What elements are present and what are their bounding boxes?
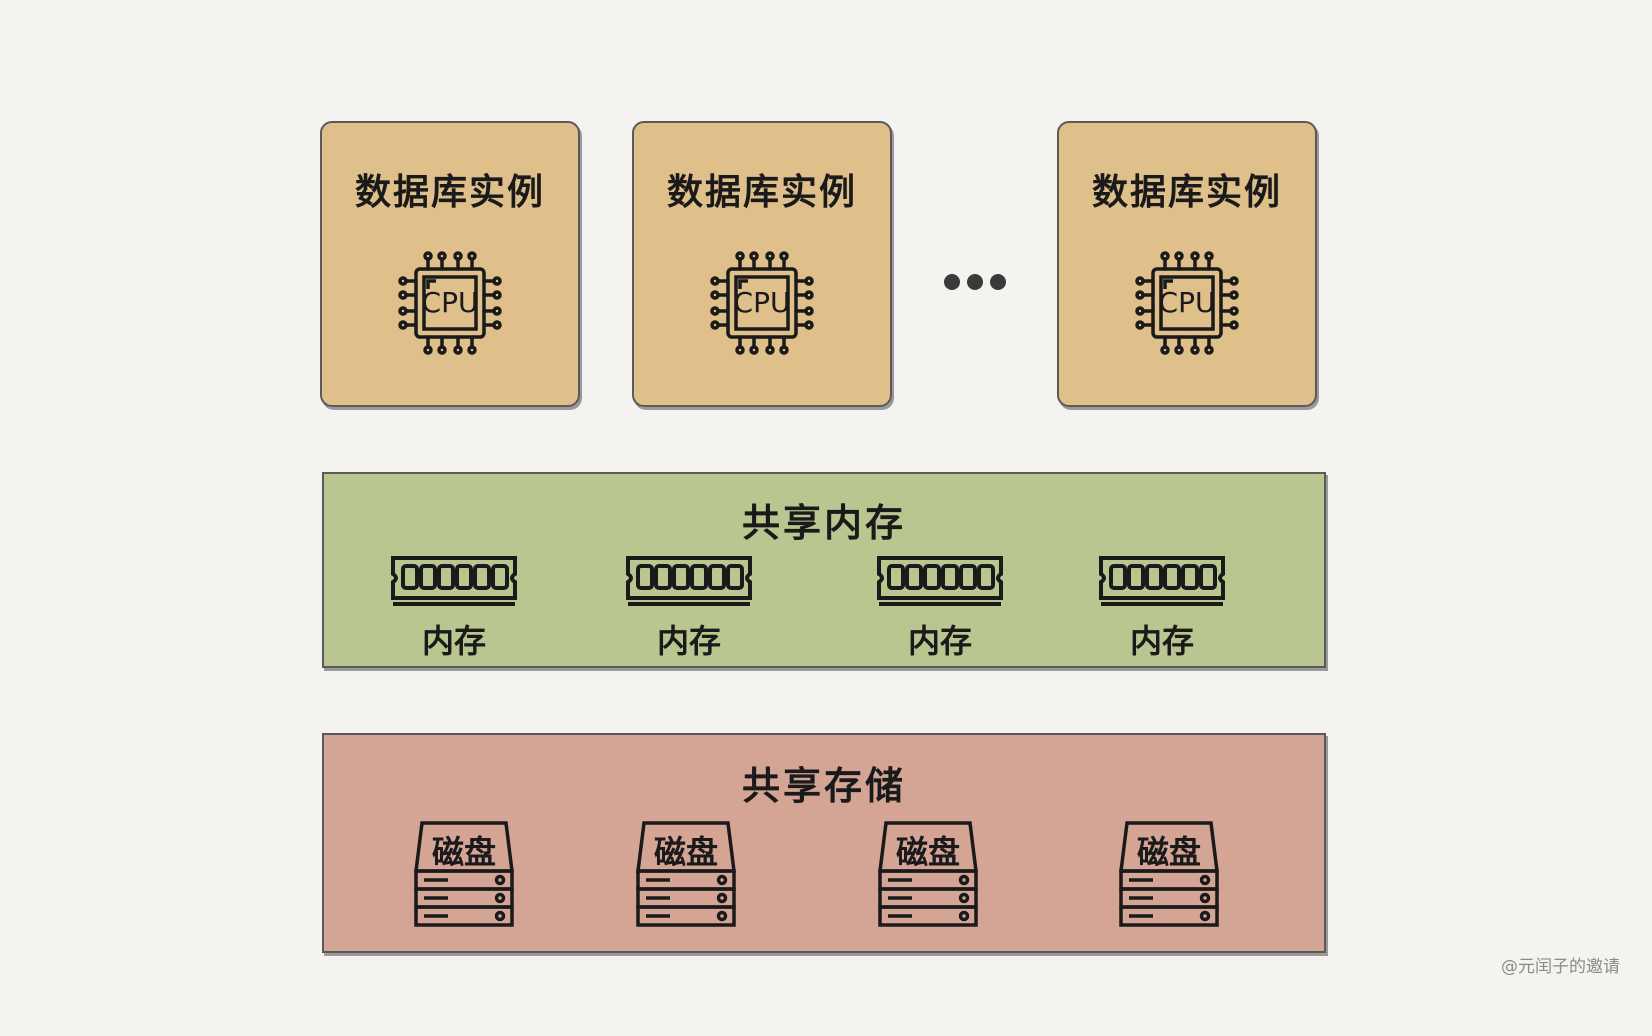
disk-icon [636, 821, 736, 927]
database-instance-1: 数据库实例 CPU [320, 121, 580, 407]
memory-label: 内存 [656, 622, 721, 660]
disk-icon [878, 821, 978, 927]
disk-label: 磁盘 [895, 833, 960, 871]
memory-icon [391, 556, 517, 606]
disk-icon [1119, 821, 1219, 927]
disk-label: 磁盘 [1136, 833, 1201, 871]
memory-module: 内存 [1097, 554, 1227, 660]
cpu-label: CPU [421, 286, 479, 319]
instance-title: 数据库实例 [1091, 172, 1282, 213]
cpu-icon [398, 251, 502, 355]
memory-module: 内存 [875, 554, 1005, 660]
ellipsis-icon [944, 274, 1006, 290]
cpu-icon [710, 251, 814, 355]
memory-icon [1099, 556, 1225, 606]
disk: 磁盘 [412, 821, 516, 929]
shared-memory-panel: 共享内存 内存 [322, 472, 1326, 668]
cpu-icon [1135, 251, 1239, 355]
database-instance-2: 数据库实例 CPU [632, 121, 892, 407]
disk-label: 磁盘 [653, 833, 718, 871]
disk: 磁盘 [876, 821, 980, 929]
memory-label: 内存 [907, 622, 972, 660]
database-instance-3: 数据库实例 CPU [1057, 121, 1317, 407]
shared-memory-title: 共享内存 [741, 501, 906, 545]
memory-module: 内存 [389, 554, 519, 660]
disk-icon [414, 821, 514, 927]
cpu-label: CPU [1158, 286, 1216, 319]
memory-module: 内存 [624, 554, 754, 660]
watermark: @元闰子的邀请 [1501, 957, 1620, 977]
instance-title: 数据库实例 [354, 172, 545, 213]
shared-storage-title: 共享存储 [741, 764, 906, 808]
disk: 磁盘 [634, 821, 738, 929]
memory-label: 内存 [421, 622, 486, 660]
memory-label: 内存 [1129, 622, 1194, 660]
cpu-label: CPU [733, 286, 791, 319]
shared-storage-panel: 共享存储 磁盘 [322, 733, 1326, 953]
disk: 磁盘 [1117, 821, 1221, 929]
memory-icon [877, 556, 1003, 606]
instance-title: 数据库实例 [666, 172, 857, 213]
disk-label: 磁盘 [431, 833, 496, 871]
memory-icon [626, 556, 752, 606]
